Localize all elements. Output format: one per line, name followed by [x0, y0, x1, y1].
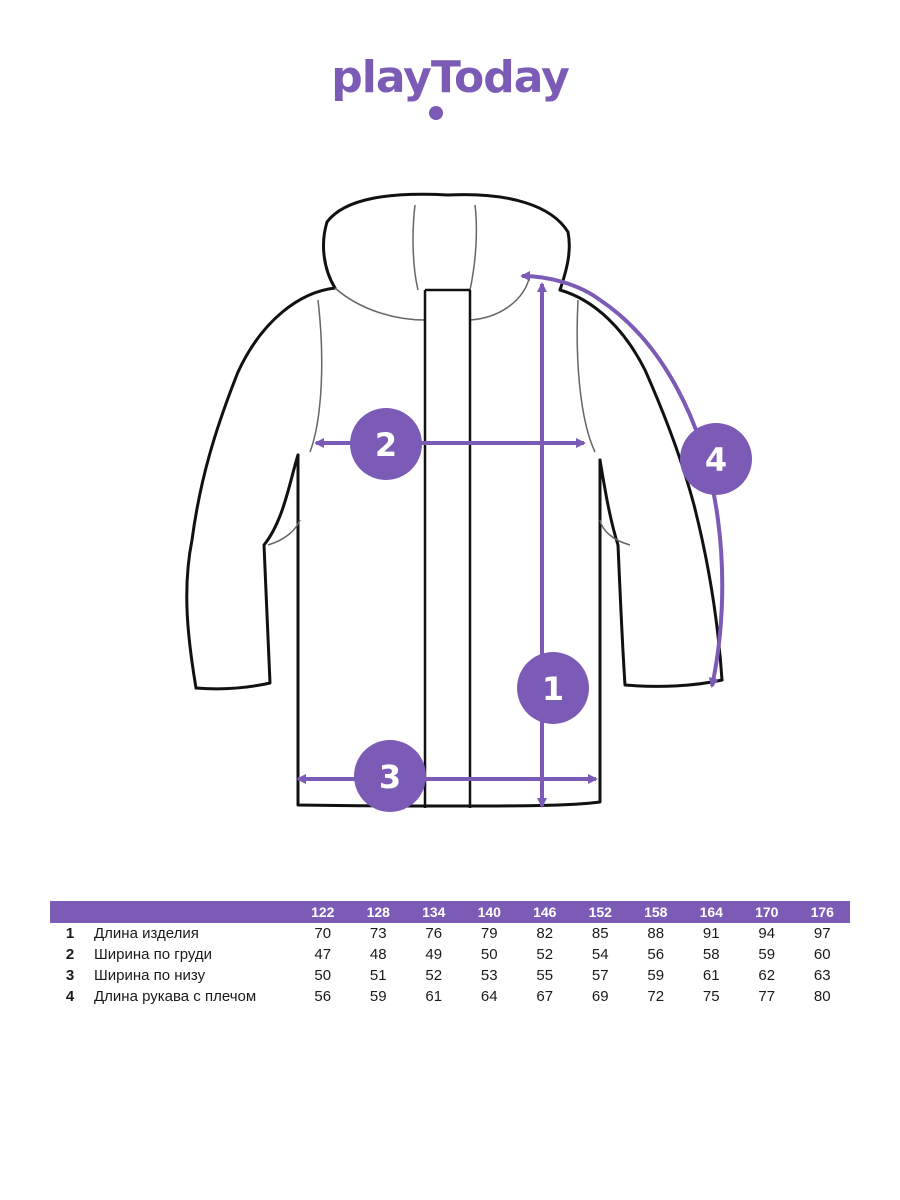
value-cell: 52: [425, 967, 443, 984]
value-cell: 52: [536, 946, 554, 963]
value-cell: 70: [314, 925, 332, 942]
value-cell: 64: [480, 988, 498, 1005]
size-header-cell: 122: [295, 901, 351, 923]
value-cell: 63: [813, 967, 831, 984]
size-header-cell: 146: [517, 901, 573, 923]
value-cell: 76: [425, 925, 443, 942]
row-number: 4: [65, 988, 75, 1005]
row-label: Длина изделия: [94, 925, 199, 942]
row-label: Длина рукава с плечом: [94, 988, 257, 1005]
value-cell: 75: [702, 988, 720, 1005]
value-cell: 79: [480, 925, 498, 942]
row-number: 1: [65, 925, 75, 942]
value-cell: 94: [758, 925, 776, 942]
size-chart-table: 122 128 134 140 146 152 158 164 170 176 …: [50, 901, 850, 1007]
value-cell: 59: [758, 946, 776, 963]
size-header-cell: 170: [739, 901, 795, 923]
sleeve-length-arrow: [598, 298, 725, 688]
jacket-outline: [185, 192, 724, 808]
size-header-cell: 134: [406, 901, 462, 923]
value-cell: 77: [758, 988, 776, 1005]
size-header-row: 122 128 134 140 146 152 158 164 170 176: [50, 901, 850, 923]
brand-logo-dot: [429, 106, 443, 120]
row-label: Ширина по груди: [94, 946, 213, 963]
table-row: 1 Длина изделия 70 73 76 79 82 85 88 91 …: [50, 923, 850, 944]
row-number: 3: [65, 967, 75, 984]
value-cell: 60: [813, 946, 831, 963]
value-cell: 53: [480, 967, 498, 984]
brand-logo: playToday: [0, 52, 900, 103]
size-header-cell: 152: [572, 901, 628, 923]
value-cell: 61: [702, 967, 720, 984]
table-row: 3 Ширина по низу 50 51 52 53 55 57 59 61…: [50, 965, 850, 986]
value-cell: 57: [591, 967, 609, 984]
jacket-measurement-diagram: 1 2 3 4: [185, 192, 752, 812]
row-number: 2: [65, 946, 75, 963]
badge-2: 2: [350, 408, 422, 480]
value-cell: 82: [536, 925, 554, 942]
value-cell: 59: [647, 967, 665, 984]
value-cell: 59: [369, 988, 387, 1005]
value-cell: 56: [314, 988, 332, 1005]
value-cell: 61: [425, 988, 443, 1005]
value-cell: 80: [813, 988, 831, 1005]
value-cell: 72: [647, 988, 665, 1005]
jacket-placket: [423, 288, 472, 808]
size-header-cell: 140: [461, 901, 517, 923]
value-cell: 55: [536, 967, 554, 984]
value-cell: 47: [314, 946, 332, 963]
badge-3: 3: [354, 740, 426, 812]
table-row: 2 Ширина по груди 47 48 49 50 52 54 56 5…: [50, 944, 850, 965]
badge-1: 1: [517, 652, 589, 724]
size-header-cell: 158: [628, 901, 684, 923]
row-label: Ширина по низу: [94, 967, 206, 984]
value-cell: 97: [813, 925, 831, 942]
value-cell: 73: [369, 925, 387, 942]
value-cell: 58: [702, 946, 720, 963]
value-cell: 54: [591, 946, 609, 963]
value-cell: 50: [480, 946, 498, 963]
badge-3-label: 3: [379, 758, 401, 796]
value-cell: 85: [591, 925, 609, 942]
size-header-cell: 176: [794, 901, 850, 923]
value-cell: 56: [647, 946, 665, 963]
header-blank: [50, 901, 90, 923]
value-cell: 62: [758, 967, 776, 984]
size-header-cell: 164: [683, 901, 739, 923]
value-cell: 50: [314, 967, 332, 984]
table-row: 4 Длина рукава с плечом 56 59 61 64 67 6…: [50, 986, 850, 1007]
brand-logo-text: playToday: [331, 52, 570, 103]
jacket-inner-lines: [267, 204, 631, 546]
value-cell: 69: [591, 988, 609, 1005]
value-cell: 88: [647, 925, 665, 942]
value-cell: 91: [702, 925, 720, 942]
badge-4: 4: [680, 423, 752, 495]
value-cell: 48: [369, 946, 387, 963]
badge-2-label: 2: [375, 426, 397, 464]
badge-1-label: 1: [542, 670, 564, 708]
badge-4-label: 4: [705, 441, 727, 479]
value-cell: 67: [536, 988, 554, 1005]
header-blank: [90, 901, 295, 923]
value-cell: 49: [425, 946, 443, 963]
size-header-cell: 128: [350, 901, 406, 923]
value-cell: 51: [369, 967, 387, 984]
